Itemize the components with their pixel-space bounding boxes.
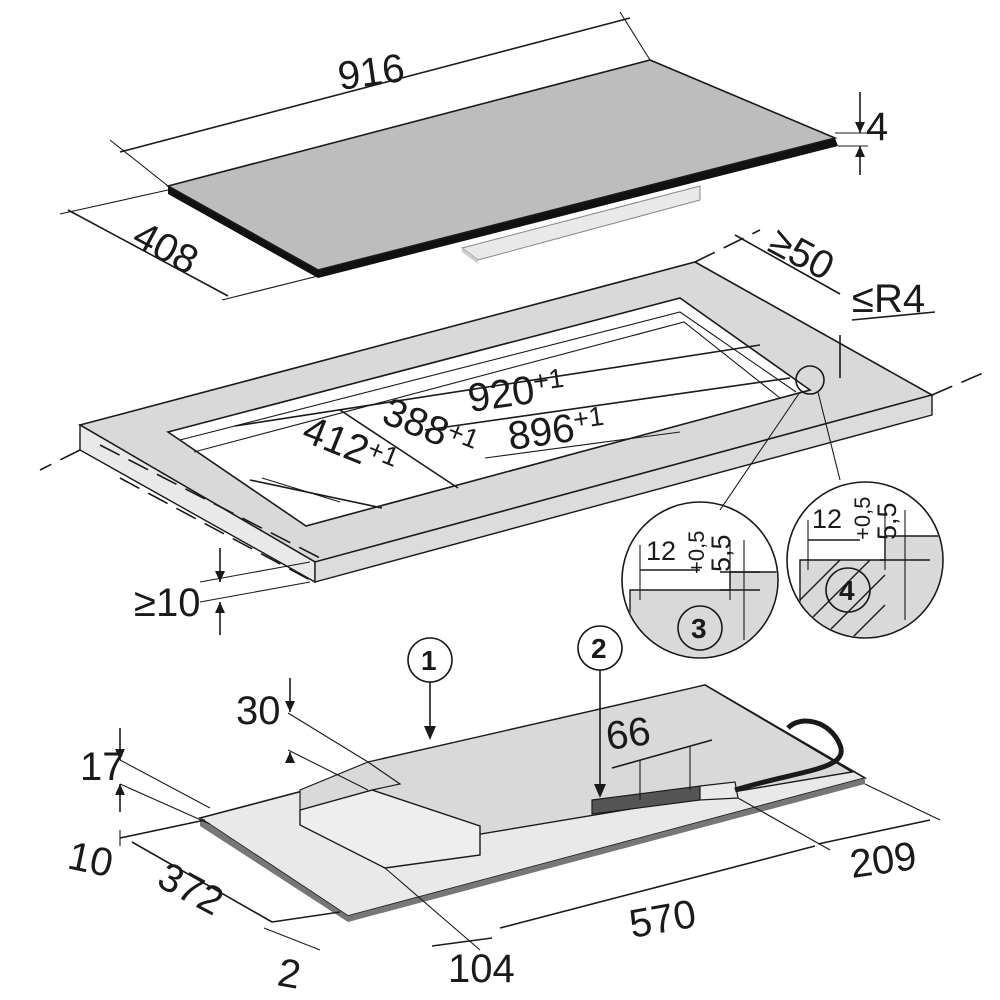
callout-1-label: 1 (421, 645, 437, 676)
dim-radius-r4: ≤R4 (839, 277, 936, 378)
detail-4-tol: +0,5 (850, 497, 875, 540)
detail-4-width: 12 (812, 504, 842, 534)
dim-worktop-10-label: ≥10 (134, 581, 200, 625)
dim-4-label: 4 (866, 105, 888, 149)
dim-408: 408 (59, 189, 319, 301)
detail-3-tol: +0,5 (684, 531, 709, 574)
dim-2: 2 (263, 911, 341, 998)
callout-1: 1 (407, 637, 453, 740)
dim-17-label: 17 (80, 745, 125, 789)
dim-916: 916 (109, 11, 651, 187)
detail-3-label: 3 (691, 613, 707, 644)
detail-marker (719, 365, 841, 511)
dim-104-label: 104 (448, 947, 515, 991)
hob-glass (165, 59, 838, 278)
dim-10: 10 (64, 819, 206, 886)
dim-209: 209 (737, 783, 941, 887)
dim-570-label: 570 (626, 892, 699, 947)
dim-clearance-50: ≥50 (734, 219, 841, 295)
callout-2-label: 2 (591, 633, 607, 664)
dim-4: 4 (835, 92, 888, 175)
dim-30: 30 (236, 678, 369, 791)
dim-408-label: 408 (126, 213, 206, 283)
detail-4-label: 4 (839, 575, 855, 606)
hob-underside (198, 684, 868, 922)
dim-clearance-50-label: ≥50 (762, 219, 841, 289)
dim-920-label: 920+1 (465, 363, 568, 421)
dim-66: 66 (603, 709, 713, 800)
dim-209-label: 209 (847, 834, 919, 887)
dim-2-label: 2 (274, 951, 304, 998)
dim-372-label: 372 (151, 854, 231, 924)
dim-920: 920+1 (234, 344, 761, 427)
detail-3-depth: 5,5 (706, 534, 736, 572)
dim-104: 104 (384, 867, 515, 991)
detail-3: 12 +0,5 5,5 3 (621, 501, 779, 659)
dim-896: 896+1 (424, 377, 791, 459)
dim-10-label: 10 (64, 834, 117, 886)
dim-worktop-10: ≥10 (134, 548, 311, 635)
detail-3-width: 12 (646, 536, 676, 566)
detail-4-depth: 5,5 (872, 502, 902, 540)
callout-2: 2 (577, 625, 623, 798)
worktop-dashed-lines (39, 229, 991, 581)
dim-17: 17 (80, 728, 211, 825)
dim-916-label: 916 (335, 46, 407, 99)
dim-66-label: 66 (603, 709, 653, 759)
dim-radius-r4-label: ≤R4 (852, 277, 925, 321)
dim-570: 570 (499, 845, 816, 947)
detail-4: 12 +0,5 5,5 4 (786, 481, 944, 639)
dim-896-label: 896+1 (505, 401, 608, 459)
dim-30-label: 30 (236, 689, 281, 733)
